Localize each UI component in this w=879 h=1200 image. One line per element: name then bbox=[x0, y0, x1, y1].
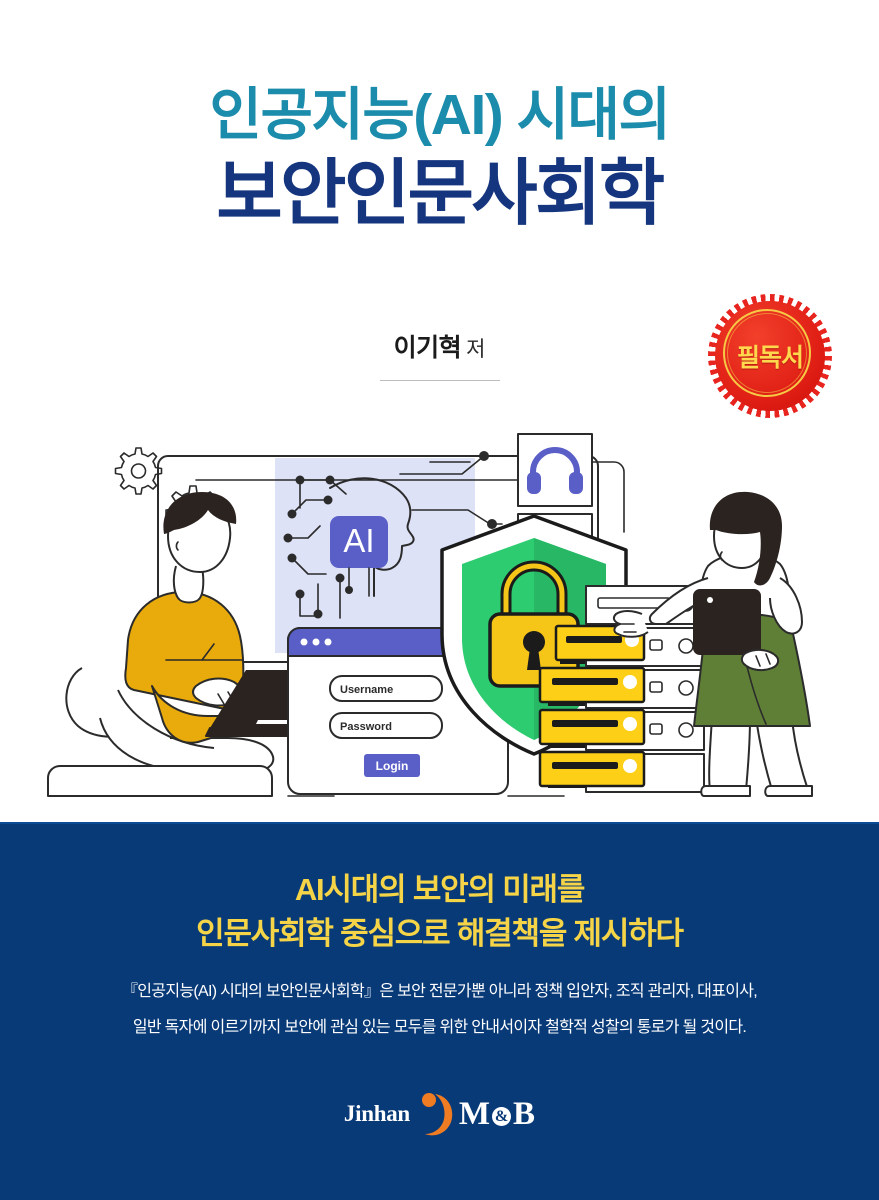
author-divider bbox=[379, 380, 500, 381]
password-field-label: Password bbox=[340, 721, 392, 733]
must-read-seal-badge: 필독서 bbox=[708, 294, 832, 418]
connector-lines bbox=[399, 451, 503, 529]
window-dot bbox=[300, 638, 308, 646]
window-dot bbox=[312, 638, 320, 646]
title-line-1: 인공지능(AI) 시대의 bbox=[209, 83, 671, 147]
description-block: 『인공지능(AI) 시대의 보안인문사회학』은 보안 전문가뿐 아니라 정책 입… bbox=[0, 974, 879, 1046]
seal-gold-ring bbox=[723, 309, 811, 397]
publisher-logo: Jinhan M & B bbox=[0, 1092, 879, 1136]
login-button-label: Login bbox=[376, 759, 409, 773]
seal-label: 필독서 bbox=[736, 344, 804, 372]
description-line-1: 『인공지능(AI) 시대의 보안인문사회학』은 보안 전문가뿐 아니라 정책 입… bbox=[121, 983, 758, 1000]
publisher-letter-m: M bbox=[458, 1095, 491, 1132]
seal-gold-ring-inner bbox=[727, 313, 807, 393]
window-dot bbox=[324, 638, 332, 646]
ai-chip-label: AI bbox=[343, 522, 374, 559]
gear-icon bbox=[114, 447, 163, 495]
title-line-2: 보안인문사회학 bbox=[216, 154, 665, 235]
tagline-line-1: AI시대의 보안의 미래를 bbox=[294, 872, 586, 907]
tagline-line-2: 인문사회학 중심으로 해결책을 제시하다 bbox=[196, 916, 684, 952]
username-field-label: Username bbox=[340, 684, 393, 696]
tagline-block: AI시대의 보안의 미래를 인문사회학 중심으로 해결책을 제시하다 bbox=[0, 868, 879, 956]
author-name: 이기혁 bbox=[393, 334, 462, 362]
ai-circuit-head: AI bbox=[283, 475, 415, 619]
author-suffix: 저 bbox=[466, 338, 486, 361]
publisher-figure-icon bbox=[415, 1092, 455, 1136]
headphones-card bbox=[517, 433, 593, 507]
headphones-icon bbox=[527, 447, 583, 494]
publisher-ampersand: & bbox=[492, 1106, 512, 1126]
publisher-letter-b: B bbox=[513, 1095, 536, 1132]
banner-top-edge bbox=[0, 822, 879, 824]
cover-illustration: .ln { fill:none; stroke:#2b2b2b; stroke-… bbox=[0, 418, 879, 822]
publisher-name-jinhan: Jinhan bbox=[343, 1101, 410, 1126]
description-line-2: 일반 독자에 이르기까지 보안에 관심 있는 모두를 위한 안내서이자 철학적 … bbox=[132, 1019, 747, 1036]
publisher-name-mb: M & B bbox=[459, 1096, 535, 1133]
bottom-banner: AI시대의 보안의 미래를 인문사회학 중심으로 해결책을 제시하다 『인공지능… bbox=[0, 822, 879, 1200]
book-title: 인공지능(AI) 시대의 보안인문사회학 bbox=[0, 82, 879, 236]
person-with-tablet bbox=[612, 491, 813, 797]
server-rack-icon bbox=[538, 585, 705, 793]
